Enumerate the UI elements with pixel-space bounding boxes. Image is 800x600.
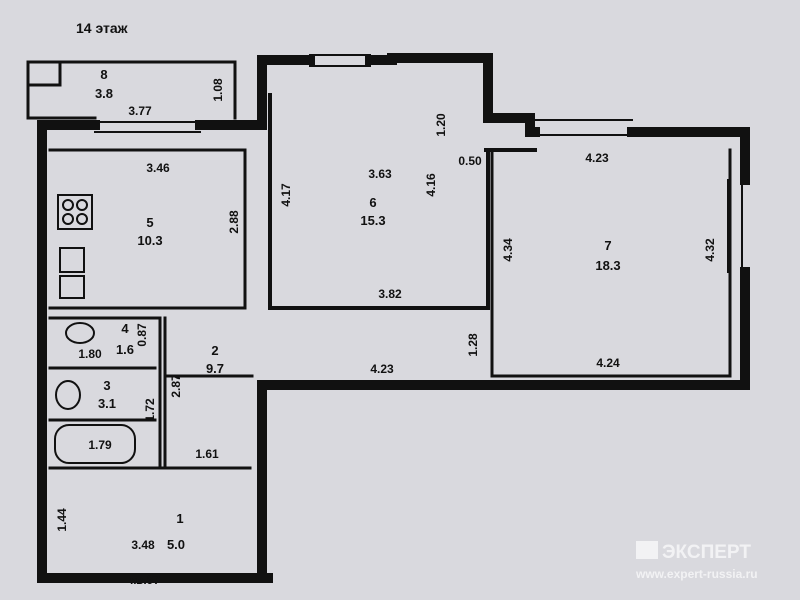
stove-icon xyxy=(57,194,93,230)
dim-kitchen-depth: 2.88 xyxy=(227,210,241,234)
room-1-number: 1 xyxy=(176,511,183,526)
dim-balcony-width: 3.77 xyxy=(128,104,152,118)
sink-kitchen-icon xyxy=(59,247,85,273)
dim-room6-left: 4.17 xyxy=(279,183,293,207)
watermark: ЭКСПЕРТ www.expert-russia.ru xyxy=(635,541,758,581)
dim-room7-left: 4.34 xyxy=(501,238,515,262)
room-4-area: 1.6 xyxy=(116,342,134,357)
dim-wc-depth: 0.87 xyxy=(135,323,149,347)
dim-entry-width: 3.48 xyxy=(131,538,155,552)
room-6-area: 15.3 xyxy=(360,213,385,228)
bathtub-icon xyxy=(54,424,136,464)
room-5-number: 5 xyxy=(146,215,153,230)
walls xyxy=(26,53,750,583)
room-1-area: 5.0 xyxy=(167,537,185,552)
dim-kitchen-width: 3.46 xyxy=(146,161,170,175)
dimension-labels: 3.77 1.08 3.46 2.88 3.63 4.17 4.16 3.82 … xyxy=(55,78,717,552)
dim-wc-width: 1.80 xyxy=(78,347,102,361)
dim-room7-bottom: 4.24 xyxy=(596,356,620,370)
dim-balcony-depth: 1.08 xyxy=(211,78,225,102)
dim-room7-top: 4.23 xyxy=(585,151,609,165)
watermark-brand: ЭКСПЕРТ xyxy=(662,542,751,563)
room-4-number: 4 xyxy=(121,321,129,336)
dim-niche-depth: 1.20 xyxy=(434,113,448,137)
dim-room6-width: 3.63 xyxy=(368,167,392,181)
floor-label: 14 этаж xyxy=(76,20,129,36)
room-labels: 1 5.0 2 9.7 3 3.1 4 1.6 5 10.3 6 15.3 7 … xyxy=(95,67,621,552)
dim-bathtub: 1.79 xyxy=(88,438,112,452)
dim-room6-right: 4.16 xyxy=(424,173,438,197)
room-7-area: 18.3 xyxy=(595,258,620,273)
dim-niche-width: 0.50 xyxy=(458,154,482,168)
dim-corridor-width: 4.23 xyxy=(370,362,394,376)
room-3-area: 3.1 xyxy=(98,396,116,411)
dim-bath-depth: 1.72 xyxy=(143,398,157,422)
room-5-area: 10.3 xyxy=(137,233,162,248)
dim-room7-right: 4.32 xyxy=(703,238,717,262)
watermark-url: www.expert-russia.ru xyxy=(635,567,758,581)
dim-corridor-depth: 1.28 xyxy=(466,333,480,357)
watermark-logo-icon xyxy=(636,541,658,559)
dim-room6-bottom: 3.82 xyxy=(378,287,402,301)
room-2-number: 2 xyxy=(211,343,218,358)
room-2-area: 9.7 xyxy=(206,361,224,376)
room-3-number: 3 xyxy=(103,378,110,393)
toilet-icon xyxy=(65,322,95,344)
room-8-number: 8 xyxy=(100,67,107,82)
room-7-number: 7 xyxy=(604,238,611,253)
room-8-area: 3.8 xyxy=(95,86,113,101)
dim-hall-depth: 2.87 xyxy=(169,374,183,398)
sink-icon xyxy=(55,380,81,410)
dim-hall-width: 1.61 xyxy=(195,447,219,461)
apartment-label: кв.97 xyxy=(130,573,160,587)
room-6-number: 6 xyxy=(369,195,376,210)
dim-entry-depth: 1.44 xyxy=(55,508,69,532)
